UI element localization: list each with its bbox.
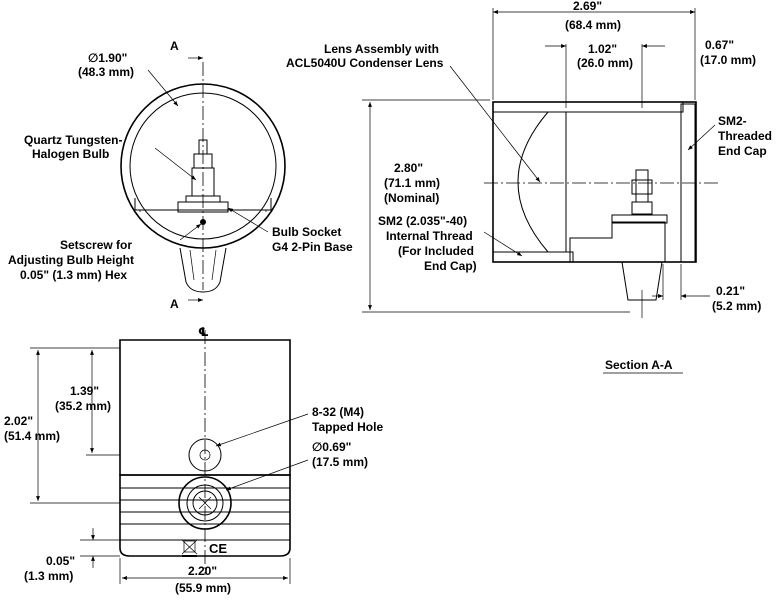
stem-dia-mm: (17.5 mm)	[312, 455, 368, 469]
housing-stem	[179, 247, 227, 293]
setscrew-dot	[200, 219, 206, 225]
base-mm: (5.2 mm)	[712, 299, 761, 313]
front-diameter-label: ∅1.90"	[88, 51, 127, 65]
section-inner-mm: (26.0 mm)	[577, 56, 633, 70]
base-label: 0.21"	[716, 284, 745, 298]
centerline-symbol: ℄	[198, 325, 209, 339]
front-diameter-mm: (48.3 mm)	[78, 65, 134, 79]
endcap-label-line3: End Cap	[718, 144, 767, 158]
side-view	[30, 330, 309, 584]
thread-label-line2: Internal Thread	[386, 229, 473, 243]
side-h2-label: 2.02"	[4, 414, 33, 428]
side-h1-mm: (35.2 mm)	[55, 399, 111, 413]
bulb-label-line1: Quartz Tungsten-	[24, 133, 122, 147]
section-width-label: 2.69"	[573, 0, 602, 13]
section-cap-label: 0.67"	[705, 38, 734, 52]
lens-label-line1: Lens Assembly with	[324, 42, 439, 56]
side-width-mm: (55.9 mm)	[175, 581, 231, 595]
tapped-hole	[188, 438, 222, 472]
hole-label-line1: 8-32 (M4)	[312, 405, 364, 419]
lens-label-line2: ACL5040U Condenser Lens	[286, 56, 444, 70]
gap-mm: (1.3 mm)	[24, 569, 73, 583]
ce-mark: CE	[209, 541, 227, 556]
section-marker-bottom: A	[170, 297, 179, 311]
setscrew-label-line2: Adjusting Bulb Height	[8, 253, 134, 267]
thread-label-line1: SM2 (2.035"-40)	[378, 214, 467, 228]
section-height-mm: (71.1 mm)	[384, 176, 440, 190]
gap-label: 0.05"	[46, 554, 75, 568]
section-width-mm: (68.4 mm)	[565, 18, 621, 32]
weee-bin-icon	[181, 539, 198, 557]
section-stem	[621, 261, 663, 301]
side-h2-mm: (51.4 mm)	[4, 429, 60, 443]
side-h1-label: 1.39"	[70, 384, 99, 398]
side-width-label: 2.20"	[188, 564, 217, 578]
section-inner-label: 1.02"	[588, 42, 617, 56]
section-height-label: 2.80"	[394, 161, 423, 175]
section-cap-mm: (17.0 mm)	[700, 53, 756, 67]
hole-label-line2: Tapped Hole	[312, 420, 383, 434]
endcap-label-line2: Threaded	[718, 129, 772, 143]
side-body-fins	[119, 474, 291, 557]
socket-label-line1: Bulb Socket	[272, 225, 341, 239]
thread-label-line3: (For Included	[398, 244, 474, 258]
socket-label-line2: G4 2-Pin Base	[272, 240, 353, 254]
section-height-note: (Nominal)	[384, 191, 439, 205]
stem-outer-circle	[178, 476, 232, 530]
front-view	[120, 56, 286, 302]
section-view	[362, 8, 720, 374]
condenser-lens	[517, 111, 567, 253]
endcap-label-line1: SM2-	[718, 114, 747, 128]
section-marker-top: A	[170, 39, 179, 53]
stem-dia-label: ∅0.69"	[312, 440, 351, 454]
section-title: Section A-A	[605, 358, 673, 372]
bulb-label-line2: Halogen Bulb	[32, 147, 109, 161]
setscrew-label-line3: 0.05" (1.3 mm) Hex	[20, 268, 127, 282]
thread-label-line4: End Cap)	[424, 259, 477, 273]
setscrew-label-line1: Setscrew for	[60, 238, 132, 252]
